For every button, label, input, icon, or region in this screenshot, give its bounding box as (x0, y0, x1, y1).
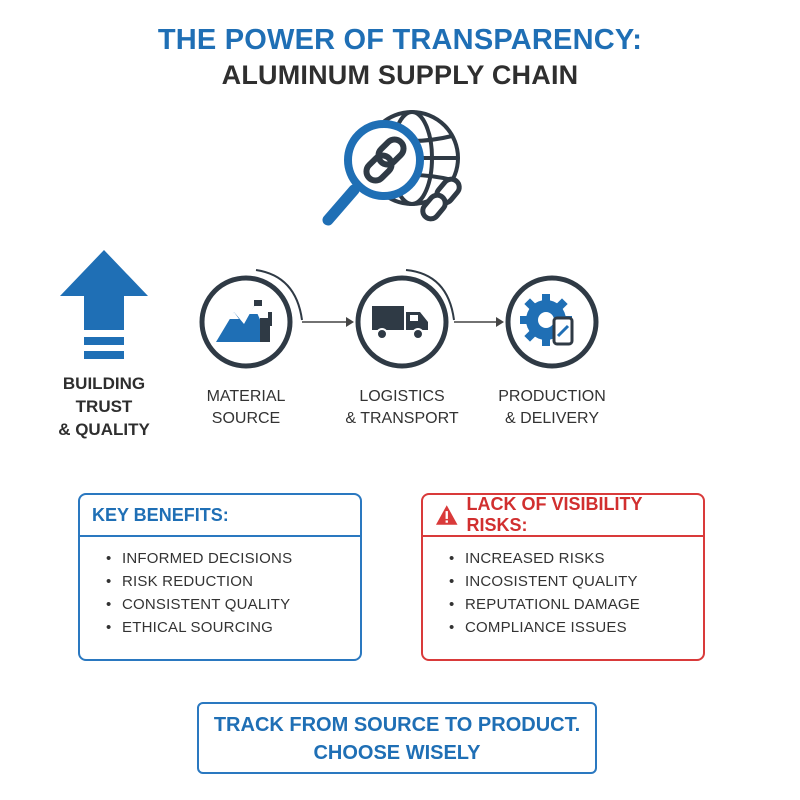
risks-title: LACK OF VISIBILITY RISKS: (466, 494, 643, 535)
key-benefits-box: KEY BENEFITS: •INFORMED DECISIONS •RISK … (78, 493, 362, 661)
visibility-risks-box: LACK OF VISIBILITY RISKS: •INCREASED RIS… (421, 493, 705, 661)
step-label-material: MATERIAL SOURCE (206, 388, 286, 427)
cta-line-1: TRACK FROM SOURCE TO PRODUCT. (213, 714, 581, 736)
warning-icon (435, 505, 458, 525)
trust-label: BUILDING TRUST & QUALITY (58, 374, 150, 439)
list-item: •RISK REDUCTION (106, 573, 254, 590)
step-production-gear-icon (505, 275, 599, 369)
list-item: •ETHICAL SOURCING (106, 619, 273, 636)
page-title: THE POWER OF TRANSPARENCY: (157, 24, 643, 56)
list-item: •INCREASED RISKS (449, 550, 605, 567)
list-item: •COMPLIANCE ISSUES (449, 619, 627, 636)
step-material-source-icon (199, 275, 293, 369)
process-flow (199, 269, 599, 369)
page-subtitle: ALUMINUM SUPPLY CHAIN (221, 60, 579, 90)
risks-header: LACK OF VISIBILITY RISKS: (423, 494, 703, 537)
list-item: •REPUTATIONL DAMAGE (449, 596, 641, 613)
step-label-production: PRODUCTION & DELIVERY (498, 388, 606, 427)
up-arrow-icon (60, 250, 148, 359)
list-item: •CONSISTENT QUALITY (106, 596, 291, 613)
call-to-action-box: TRACK FROM SOURCE TO PRODUCT. CHOOSE WIS… (197, 702, 597, 774)
globe-magnifier-chain-icon (322, 110, 462, 226)
list-item: •INCOSISTENT QUALITY (449, 573, 638, 590)
benefits-list: •INFORMED DECISIONS •RISK REDUCTION •CON… (80, 537, 360, 639)
key-benefits-title: KEY BENEFITS: (80, 495, 360, 537)
step-logistics-truck-icon (355, 275, 449, 369)
list-item: •INFORMED DECISIONS (106, 550, 293, 567)
cta-line-2: CHOOSE WISELY (313, 742, 481, 764)
step-label-logistics: LOGISTICS & TRANSPORT (345, 388, 459, 427)
risks-list: •INCREASED RISKS •INCOSISTENT QUALITY •R… (423, 537, 703, 639)
